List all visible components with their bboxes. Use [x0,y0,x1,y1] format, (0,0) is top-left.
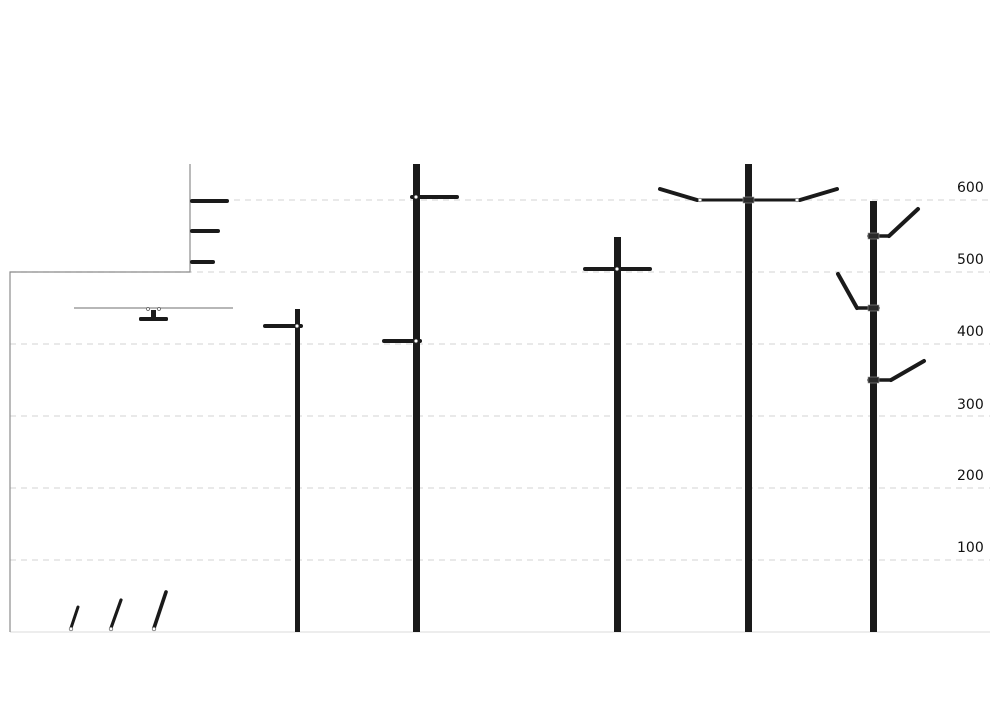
pole-4-right-joint [794,197,800,203]
grid [10,199,990,633]
pole-5-lower-head [889,359,926,382]
pole-two-heads [382,164,459,632]
pole-double-arm-wide [658,164,839,632]
pole-1-joint [294,323,300,329]
pole-2-mast [413,164,420,632]
height-scale: 100 200 300 400 500 600 [957,180,984,556]
pendant-mount-left [146,307,150,311]
pole-4-center-clamp [742,196,755,204]
scale-label-100: 100 [957,540,984,556]
pendant-mount-right [157,307,161,311]
pole-5-middle-head [836,272,859,310]
bollard-base-3 [151,626,157,632]
pole-5-middle-clamp [867,304,880,312]
bollard-base-2 [108,626,114,632]
pole-single-arm [263,309,303,632]
pole-5-upper-head [887,207,920,238]
pole-multi-arm [836,201,926,632]
pole-2-lower-joint [413,338,419,344]
scale-label-200: 200 [957,468,984,484]
pole-4-right-head [798,187,839,202]
scale-label-400: 400 [957,324,984,340]
pendant-stem [151,310,156,317]
bollard-lights [68,590,168,632]
pole-5-upper-clamp [867,232,880,240]
pendant-head [139,317,168,321]
bollard-light-1 [69,605,80,630]
pole-5-mast [870,201,877,632]
pole-4-left-head [658,187,699,202]
pole-2-upper-joint [413,194,419,200]
scale-label-500: 500 [957,252,984,268]
pole-4-mast [745,164,752,632]
pole-double-arm [583,237,652,632]
wall-mounted-lights [190,199,229,264]
bollard-light-3 [152,590,168,630]
scale-label-600: 600 [957,180,984,196]
pole-5-lower-clamp [867,376,880,384]
pole-3-mast [614,237,621,632]
bollard-light-2 [109,598,123,630]
ceiling-pendant-light [139,307,168,321]
scale-label-300: 300 [957,397,984,413]
pole-1-mast [295,309,300,632]
pole-4-left-joint [697,197,703,203]
building-outline [9,164,191,632]
bollard-base-1 [68,626,74,632]
pole-3-joint [614,266,620,272]
